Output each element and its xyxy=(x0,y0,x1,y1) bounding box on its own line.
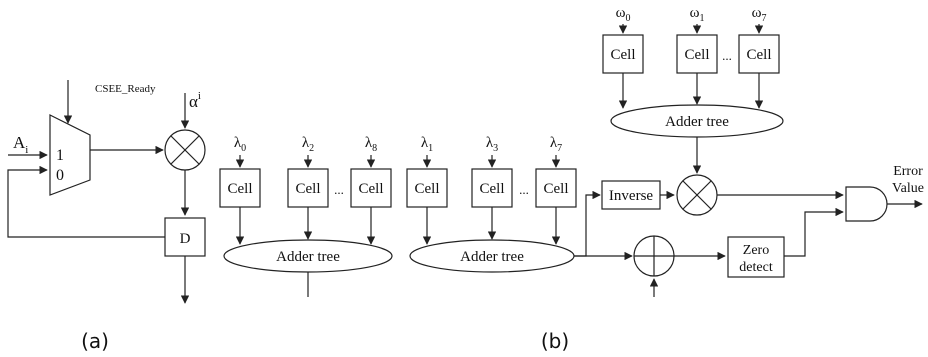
lambda-2-label: λ2 xyxy=(302,135,314,154)
input-label-ai: Ai xyxy=(13,133,28,156)
zero-detect-to-and-gate xyxy=(784,207,844,257)
omega-adder-tree-label: Adder tree xyxy=(665,114,729,130)
and-gate-icon xyxy=(845,186,888,222)
caption-a: (a) xyxy=(81,329,109,353)
omega-ellipsis: ... xyxy=(722,48,732,63)
mux-input-1-label: 1 xyxy=(56,147,64,164)
multiplier-icon xyxy=(164,129,206,171)
xor-adder-icon xyxy=(633,235,675,277)
lambda-odd-group: λ1 λ3 λ7 Cell Cell ... Cell Adder tree xyxy=(406,135,577,273)
csee-ready-label: CSEE_Ready xyxy=(95,83,156,95)
delay-label: D xyxy=(180,231,191,247)
zero-detect-label-2: detect xyxy=(739,260,773,275)
zero-detect-label-1: Zero xyxy=(743,243,769,258)
zero-detect-box xyxy=(727,236,785,278)
lambda-cell-8 xyxy=(350,168,392,208)
lambda-8-label: λ8 xyxy=(365,135,377,154)
panel-b: ω0 ω1 ω7 Cell Cell ... Cell Adder tree λ… xyxy=(219,5,924,297)
error-value-label-1: Error xyxy=(893,164,923,179)
panel-a: Ai 1 0 CSEE_Ready αi D xyxy=(7,80,206,304)
error-value-label-2: Value xyxy=(892,181,924,196)
feedback-path xyxy=(7,165,165,238)
lambda-cell-3-label: Cell xyxy=(480,181,505,197)
lambda-cell-1-label: Cell xyxy=(415,181,440,197)
omega-7-label: ω7 xyxy=(752,5,767,24)
mux xyxy=(49,114,91,196)
lambda-cell-1 xyxy=(406,168,448,208)
lambda-3-label: λ3 xyxy=(486,135,498,154)
lambda-cell-3 xyxy=(471,168,513,208)
lambda-even-adder-tree-label: Adder tree xyxy=(276,249,340,265)
lambda-odd-adder-tree-label: Adder tree xyxy=(460,249,524,265)
lambda-1-label: λ1 xyxy=(421,135,433,154)
lambda-cell-0 xyxy=(219,168,261,208)
lambda-even-group: λ0 λ2 λ8 Cell Cell ... Cell Adder tree xyxy=(219,135,393,297)
omega-1-label: ω1 xyxy=(690,5,705,24)
delay-box xyxy=(164,217,206,257)
inverse-box xyxy=(601,180,661,210)
omega-cell-7-label: Cell xyxy=(747,47,772,63)
lambda-cell-0-label: Cell xyxy=(228,181,253,197)
caption-b: (b) xyxy=(541,329,569,353)
lambda-cell-7-label: Cell xyxy=(544,181,569,197)
omega-cell-0-label: Cell xyxy=(611,47,636,63)
lambda-7-label: λ7 xyxy=(550,135,562,154)
lambda-cell-8-label: Cell xyxy=(359,181,384,197)
lambda-even-ellipsis: ... xyxy=(334,182,344,197)
omega-group: ω0 ω1 ω7 Cell Cell ... Cell Adder tree xyxy=(602,5,784,174)
lambda-odd-ellipsis: ... xyxy=(519,182,529,197)
inverse-label: Inverse xyxy=(609,188,653,204)
omega-cell-1-label: Cell xyxy=(685,47,710,63)
mux-input-0-label: 0 xyxy=(56,167,64,184)
lambda-cell-2-label: Cell xyxy=(296,181,321,197)
adder-to-inverse-path xyxy=(574,190,601,257)
lambda-0-label: λ0 xyxy=(234,135,246,154)
omega-0-label: ω0 xyxy=(616,5,631,24)
multiplier-b-icon xyxy=(676,174,718,216)
lambda-cell-7 xyxy=(535,168,577,208)
alpha-label: αi xyxy=(189,90,201,111)
